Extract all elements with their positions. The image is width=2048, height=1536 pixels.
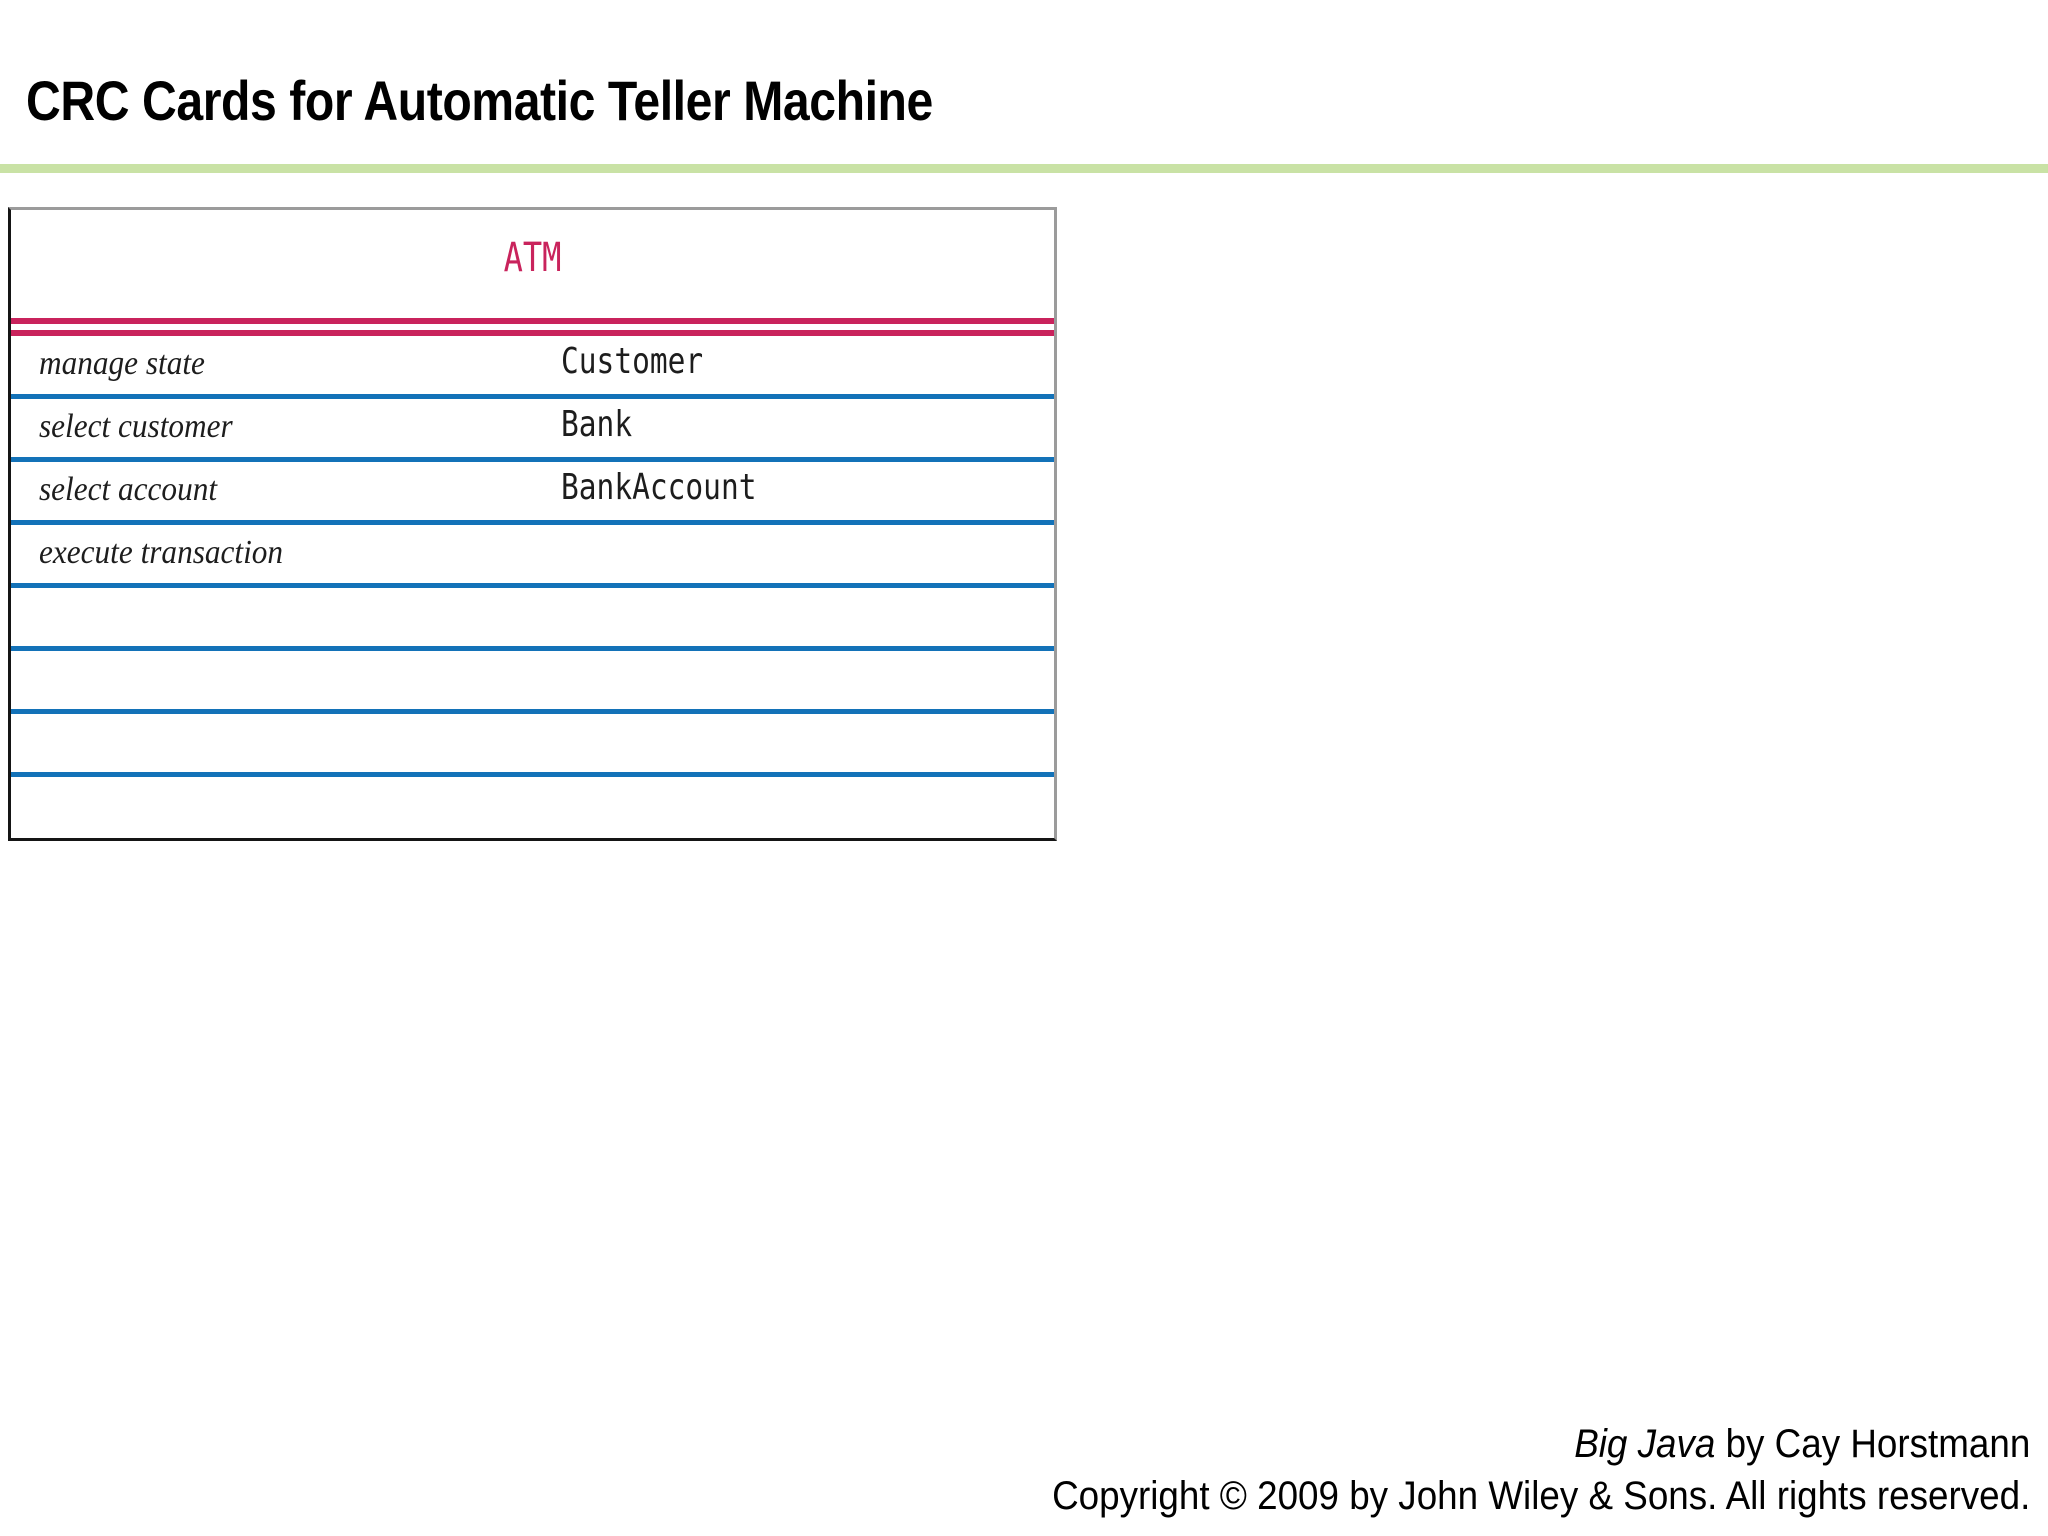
table-row: execute transaction [11,525,1054,588]
page-title: CRC Cards for Automatic Teller Machine [26,69,933,132]
responsibility-cell: manage state [39,345,205,382]
table-row: select account BankAccount [11,462,1054,525]
footer-copyright: Copyright © 2009 by John Wiley & Sons. A… [1051,1474,2030,1518]
footer-byline: by Cay Horstmann [1715,1422,2030,1466]
table-row [11,588,1054,651]
table-row: manage state Customer [11,336,1054,399]
table-row [11,777,1054,840]
table-row [11,651,1054,714]
collaborator-cell: Bank [561,404,633,445]
crc-card-header: ATM [11,210,1054,314]
collaborator-cell: Customer [561,341,704,382]
table-row: select customer Bank [11,399,1054,462]
crc-card-atm: ATM manage state Customer select custome… [8,207,1057,841]
footer-book-title: Big Java [1573,1422,1716,1466]
title-divider-rule [0,164,2048,173]
crc-card-header-rule-lower [11,330,1054,336]
crc-card-class-name: ATM [503,235,562,281]
slide-footer: Big Java by Cay Horstmann Copyright © 20… [967,1418,2030,1522]
crc-card-header-rule-upper [11,318,1054,324]
table-row [11,714,1054,777]
responsibility-cell: select customer [39,408,233,445]
responsibility-cell: execute transaction [39,534,284,571]
footer-attribution: Big Java by Cay Horstmann [1052,1418,2030,1470]
collaborator-cell: BankAccount [561,467,757,508]
crc-card-row-list: manage state Customer select customer Ba… [11,336,1054,840]
responsibility-cell: select account [39,471,218,508]
